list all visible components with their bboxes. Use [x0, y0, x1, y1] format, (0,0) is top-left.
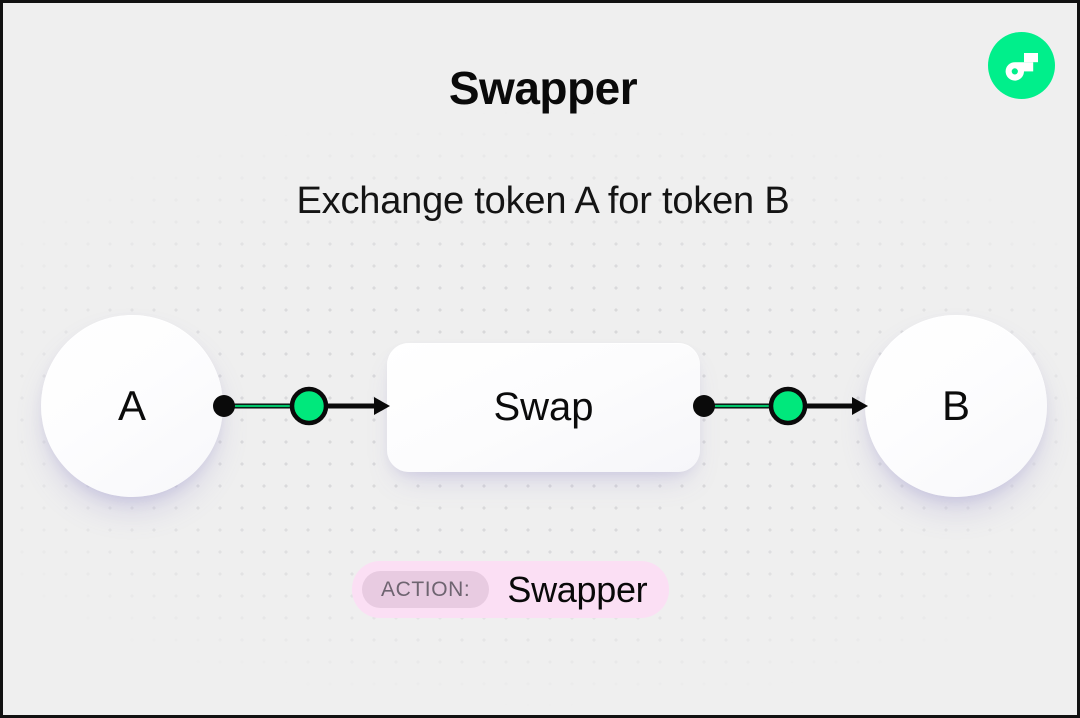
page-title: Swapper	[448, 62, 638, 114]
graph-node-swap-label: Swap	[493, 385, 594, 429]
graph-node-a-label: A	[117, 382, 146, 429]
graph-node-swap[interactable]: Swap	[387, 343, 700, 472]
edge-midpoint-handle	[289, 386, 329, 426]
status-badge-chip-label: ACTION:	[362, 571, 490, 608]
graph-node-b[interactable]: B	[865, 315, 1047, 497]
page-subtitle: Exchange token A for token B	[296, 180, 790, 222]
graph-edge-a-to-swap[interactable]	[208, 385, 390, 427]
graph-node-b-label: B	[941, 382, 970, 429]
graph-edge-swap-to-b[interactable]	[691, 385, 868, 427]
edge-source-handle	[693, 395, 715, 417]
status-badge[interactable]: ACTION: Swapper	[352, 561, 670, 618]
status-badge-value: Swapper	[507, 568, 648, 610]
edge-midpoint-handle	[768, 386, 808, 426]
flow-logo-icon[interactable]	[988, 32, 1055, 99]
edge-source-handle	[213, 395, 235, 417]
graph-node-a[interactable]: A	[41, 315, 223, 497]
